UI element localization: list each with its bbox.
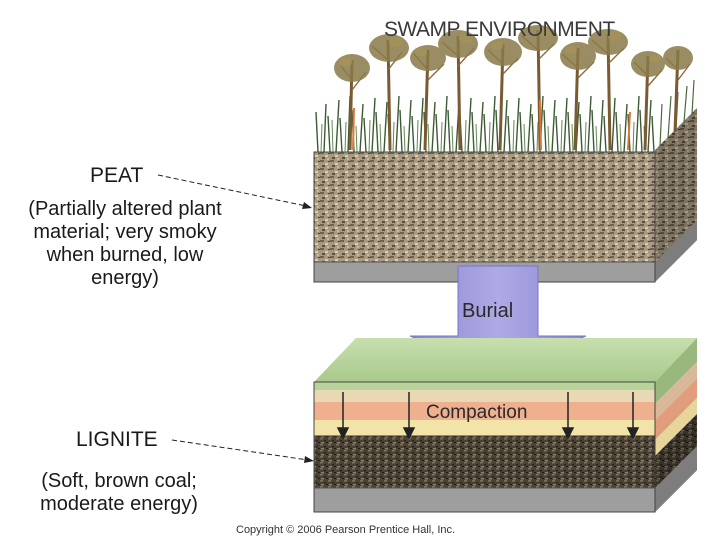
lignite-leader-line [171,439,314,463]
peat-description: (Partially altered plant material; very … [28,198,222,289]
lignite-label: LIGNITE [76,428,158,451]
sediment-layer-tan [314,390,655,402]
lignite-bedrock [314,488,655,512]
sediment-top-surface [314,338,697,382]
sediment-layer-salmon [314,402,655,420]
swamp-vegetation [315,25,695,153]
sediment-layer-green [314,382,655,390]
compaction-arrows [336,392,640,440]
peat-label: PEAT [90,164,144,187]
lignite-layer [314,436,655,488]
peat-leader-line [157,174,312,209]
swamp-environment-label: SWAMP ENVIRONMENT [384,18,615,41]
copyright-notice: Copyright © 2006 Pearson Prentice Hall, … [236,524,456,536]
compaction-label: Compaction [426,402,528,423]
lignite-block [313,338,697,513]
burial-label: Burial [462,300,514,322]
peat-layer [314,152,655,262]
lignite-description: (Soft, brown coal; moderate energy) [40,470,198,515]
